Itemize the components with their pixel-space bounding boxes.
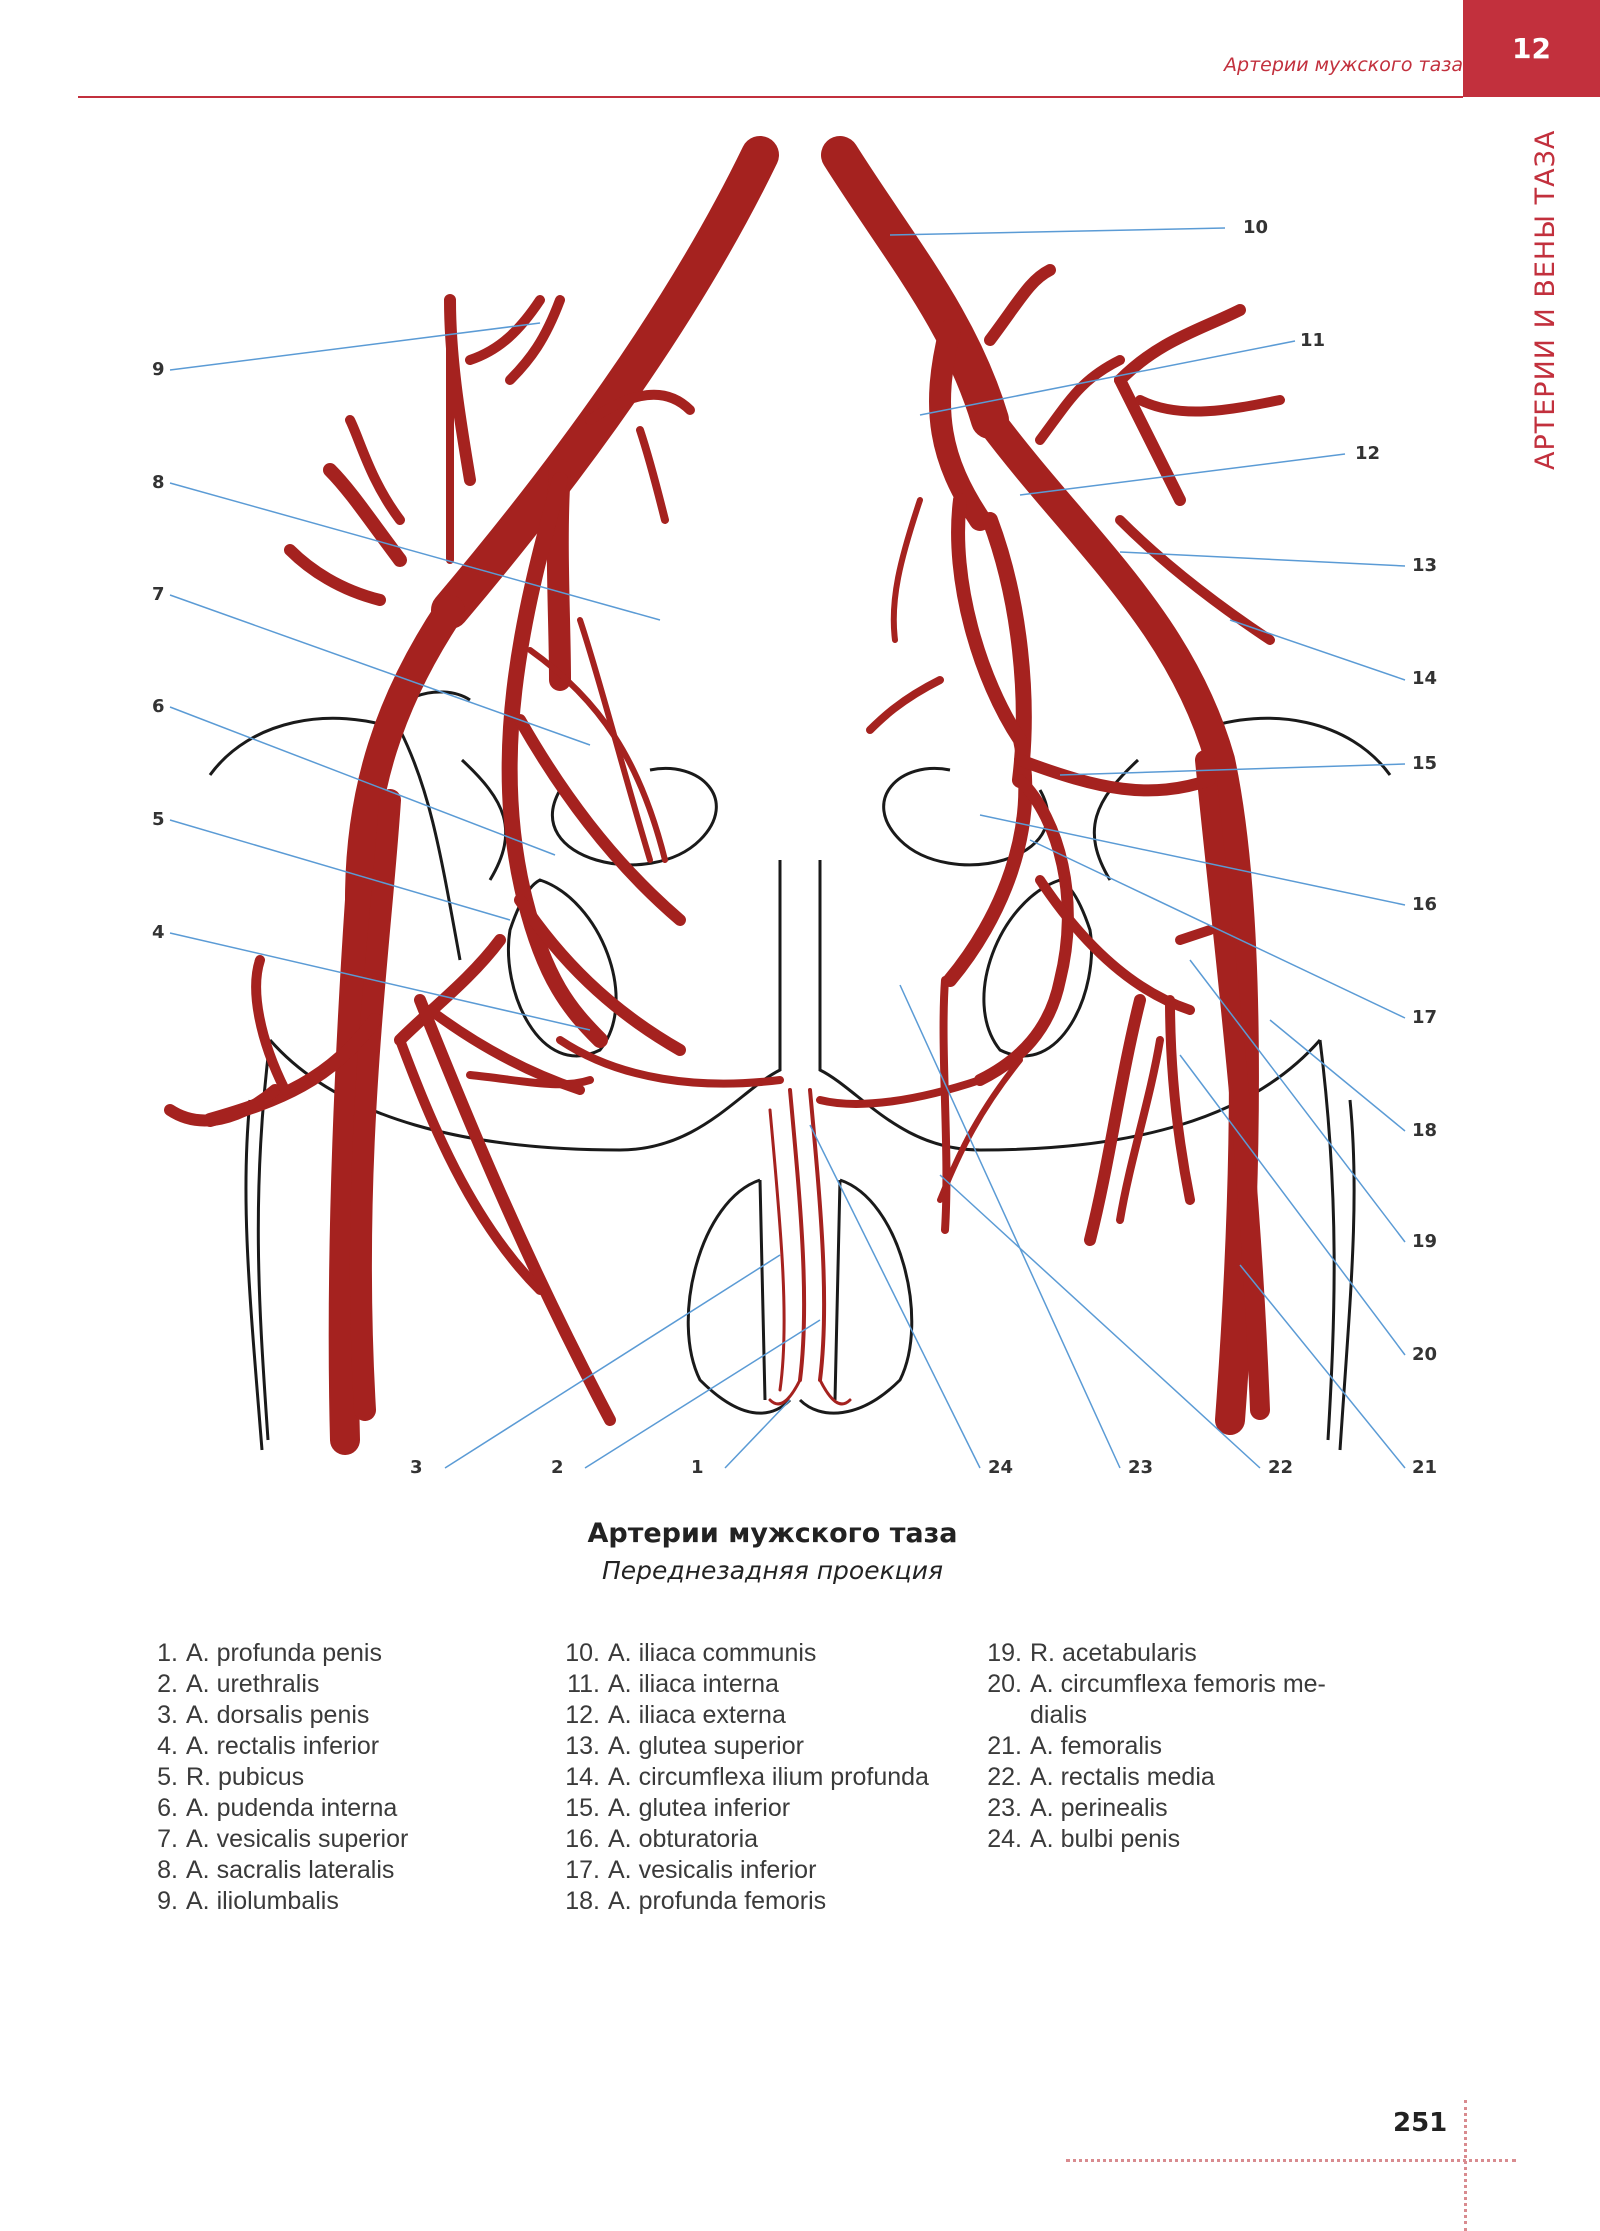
legend-item: 5.R. pubicus	[157, 1763, 305, 1791]
legend-item: 6.A. pudenda interna	[157, 1794, 398, 1822]
leader-lines	[169, 227, 1406, 1469]
legend-item: 20.A. circumflexa femoris me-dialis	[987, 1670, 1326, 1729]
callout-23: 23	[1128, 1457, 1154, 1478]
callout-4: 4	[152, 922, 165, 943]
callout-24: 24	[988, 1457, 1014, 1478]
callout-17: 17	[1412, 1007, 1438, 1028]
callout-2: 2	[551, 1457, 564, 1478]
legend-item: 8.A. sacralis lateralis	[157, 1856, 395, 1884]
callout-8: 8	[152, 472, 165, 493]
anatomy-outline	[208, 690, 1392, 1451]
callout-1: 1	[691, 1457, 704, 1478]
legend-item: 7.A. vesicalis superior	[157, 1825, 409, 1853]
callout-3: 3	[410, 1457, 423, 1478]
callout-16: 16	[1412, 894, 1438, 915]
legend-item: 2.A. urethralis	[157, 1670, 320, 1698]
legend-item: 1.A. profunda penis	[157, 1639, 382, 1667]
legend-item: 18.A. profunda femoris	[565, 1887, 827, 1915]
callout-15: 15	[1412, 753, 1438, 774]
legend-item: 21.A. femoralis	[987, 1732, 1162, 1760]
callout-21: 21	[1412, 1457, 1438, 1478]
callout-14: 14	[1412, 668, 1438, 689]
footer-dotted-rule	[1066, 2159, 1516, 2162]
legend-item: 11.A. iliaca interna	[567, 1670, 779, 1698]
callout-5: 5	[152, 809, 165, 830]
legend-item: 4.A. rectalis inferior	[157, 1732, 380, 1760]
legend-item: 17.A. vesicalis inferior	[565, 1856, 817, 1884]
callout-11: 11	[1300, 330, 1326, 351]
header-rule	[78, 96, 1463, 98]
callout-18: 18	[1412, 1120, 1438, 1141]
figure-subtitle: Переднезадняя проекция	[601, 1556, 943, 1585]
callout-19: 19	[1412, 1231, 1438, 1252]
pelvic-arteries-diagram	[164, 136, 1406, 1469]
chapter-tab: 12	[1463, 0, 1600, 97]
callout-10: 10	[1243, 217, 1269, 238]
legend-item: 10.A. iliaca communis	[565, 1639, 817, 1667]
legend-item: 22.A. rectalis media	[987, 1763, 1215, 1791]
legend-item: 13.A. glutea superior	[565, 1732, 804, 1760]
callout-20: 20	[1412, 1344, 1438, 1365]
legend-item: 9.A. iliolumbalis	[157, 1887, 339, 1915]
footer-dotted-divider	[1464, 2100, 1467, 2231]
legend-item: 14.A. circumflexa ilium profunda	[565, 1763, 929, 1791]
figure-title: Артерии мужского таза	[587, 1518, 958, 1549]
running-title: Артерии мужского таза	[1224, 54, 1463, 76]
legend-item: 3.A. dorsalis penis	[157, 1701, 370, 1729]
legend-column-1: 1.A. profunda penis 2.A. urethralis 3.A.…	[140, 1638, 408, 1917]
callout-6: 6	[152, 696, 165, 717]
legend-item: 23.A. perinealis	[987, 1794, 1168, 1822]
legend-item: 15.A. glutea inferior	[565, 1794, 791, 1822]
legend-column-3: 19.R. acetabularis 20.A. circumflexa fem…	[984, 1638, 1360, 1855]
page-number: 251	[1393, 2108, 1448, 2138]
callout-12: 12	[1355, 443, 1381, 464]
callout-9: 9	[152, 359, 165, 380]
legend-item: 16.A. obturatoria	[565, 1825, 759, 1853]
callout-22: 22	[1268, 1457, 1294, 1478]
legend-item: 12.A. iliaca externa	[565, 1701, 786, 1729]
legend-column-2: 10.A. iliaca communis 11.A. iliaca inter…	[562, 1638, 929, 1917]
callout-13: 13	[1412, 555, 1438, 576]
legend-item: 24.A. bulbi penis	[987, 1825, 1181, 1853]
callout-7: 7	[152, 584, 165, 605]
arteries	[164, 136, 1285, 1455]
legend-item: 19.R. acetabularis	[987, 1639, 1197, 1667]
